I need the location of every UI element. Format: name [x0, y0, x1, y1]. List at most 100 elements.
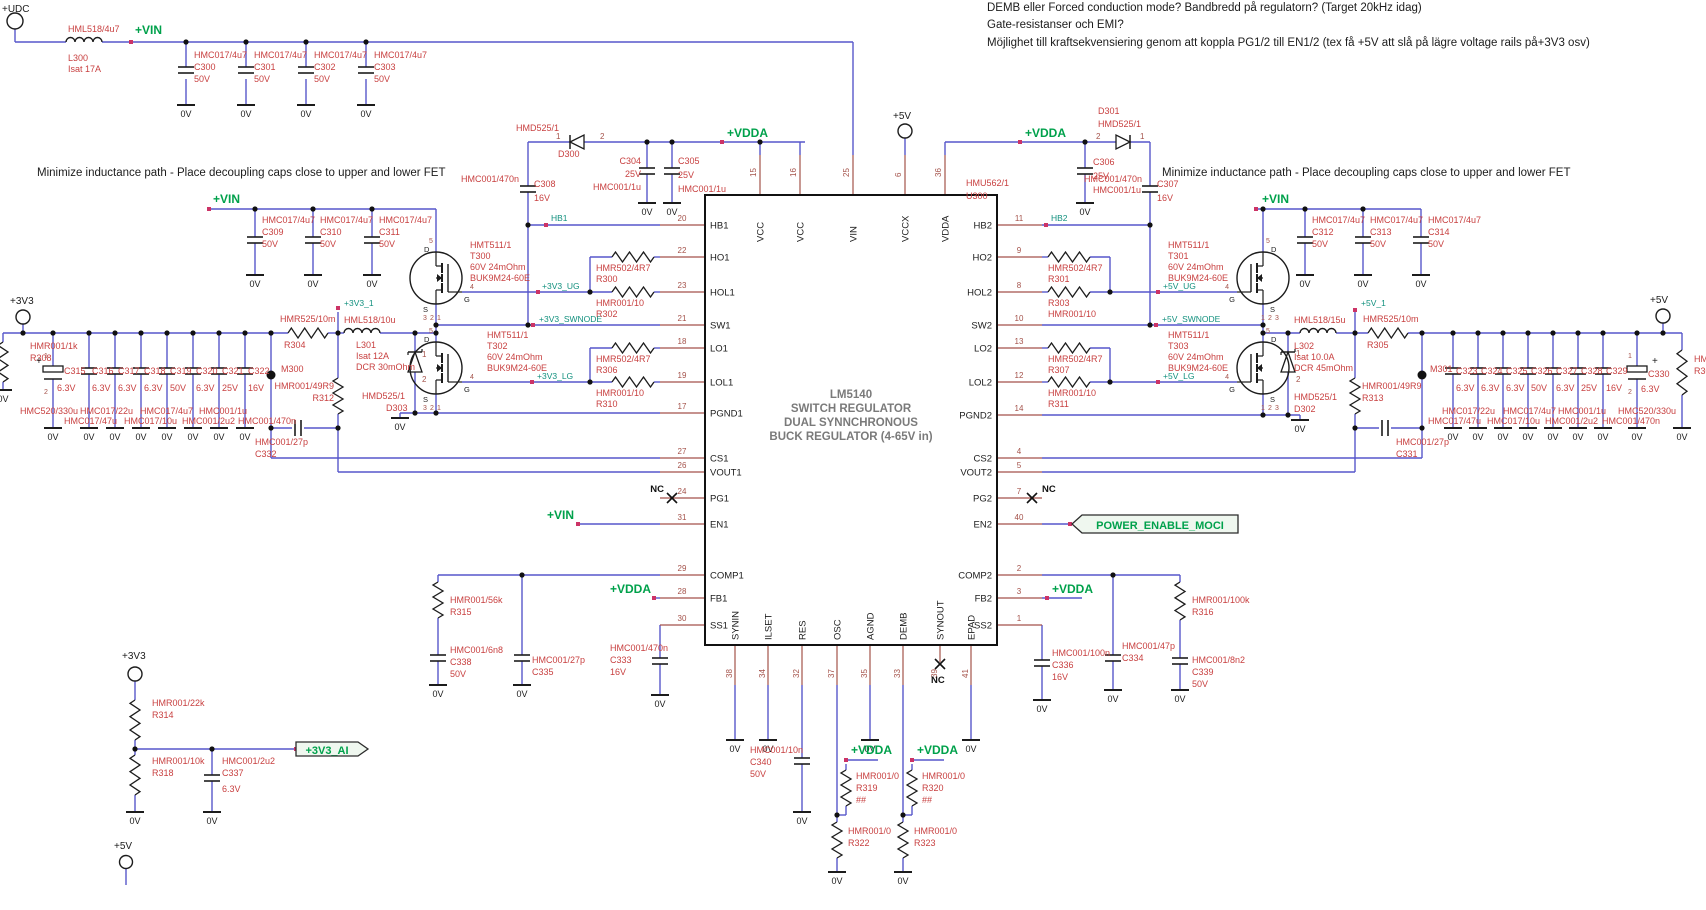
resistor[interactable] — [331, 377, 345, 415]
label: 2 — [600, 132, 605, 141]
capacitor[interactable] — [1495, 367, 1511, 375]
label: 50V — [262, 239, 278, 249]
capacitor[interactable] — [664, 167, 680, 175]
label: S — [423, 305, 428, 314]
resistor[interactable] — [1173, 581, 1187, 621]
label: 3 — [1275, 315, 1279, 322]
capacitor[interactable] — [178, 66, 194, 74]
label: 6.3V — [92, 383, 111, 393]
test-point-dot[interactable] — [1417, 370, 1427, 380]
inductor-L302[interactable] — [1299, 327, 1337, 334]
resistor[interactable] — [830, 821, 844, 859]
resistor[interactable] — [905, 769, 919, 807]
capacitor[interactable] — [430, 654, 446, 662]
capacitor[interactable] — [1034, 659, 1050, 667]
capacitor[interactable] — [652, 657, 668, 665]
capacitor[interactable] — [237, 367, 253, 375]
capacitor[interactable] — [185, 367, 201, 375]
port-power-enable-moci[interactable] — [1071, 514, 1239, 534]
pin-number: 2 — [1017, 564, 1022, 573]
capacitor[interactable] — [1470, 367, 1486, 375]
capacitor[interactable] — [1570, 367, 1586, 375]
resistor[interactable] — [1367, 326, 1409, 340]
resistor[interactable] — [431, 581, 445, 619]
capacitor[interactable] — [159, 367, 175, 375]
net-marker — [844, 758, 848, 762]
capacitor[interactable] — [1445, 367, 1461, 375]
resistor[interactable] — [839, 769, 853, 807]
inductor-L301[interactable] — [343, 327, 381, 334]
resistor[interactable] — [896, 821, 910, 859]
diode-D301[interactable] — [1115, 133, 1132, 151]
label: 2 — [1268, 315, 1272, 322]
capacitor[interactable] — [358, 66, 374, 74]
label: BUK9M24-60E — [1168, 363, 1228, 373]
capacitor[interactable] — [81, 367, 97, 375]
capacitor[interactable] — [1105, 654, 1121, 662]
mosfet-T303[interactable] — [1236, 341, 1290, 395]
resistor[interactable] — [1047, 375, 1091, 389]
polarized-capacitor[interactable] — [1626, 365, 1648, 380]
resistor[interactable] — [0, 341, 10, 383]
mosfet-T300[interactable] — [409, 251, 463, 305]
capacitor[interactable] — [1413, 236, 1429, 244]
resistor[interactable] — [611, 375, 655, 389]
junction-dot — [335, 330, 341, 336]
resistor[interactable] — [128, 699, 142, 741]
label: 50V — [450, 669, 466, 679]
port-3v3-ai[interactable] — [295, 741, 370, 757]
ground-0v-label: 0V — [1415, 279, 1426, 289]
capacitor[interactable] — [1077, 167, 1093, 175]
diode-D300[interactable] — [568, 133, 585, 151]
capacitor[interactable] — [305, 236, 321, 244]
resistor[interactable] — [1047, 250, 1091, 264]
capacitor[interactable] — [1381, 420, 1389, 436]
capacitor[interactable] — [520, 185, 536, 193]
mosfet-T302[interactable] — [409, 341, 463, 395]
capacitor[interactable] — [794, 757, 810, 765]
resistor[interactable] — [128, 754, 142, 796]
capacitor[interactable] — [1297, 236, 1313, 244]
power-port-3v3-left[interactable] — [15, 309, 31, 325]
power-port-5v-right[interactable] — [1655, 308, 1671, 324]
resistor[interactable] — [1047, 341, 1091, 355]
capacitor[interactable] — [639, 167, 655, 175]
capacitor[interactable] — [204, 774, 220, 782]
capacitor[interactable] — [1520, 367, 1536, 375]
power-port-udc[interactable] — [6, 12, 24, 30]
mosfet-T301[interactable] — [1236, 251, 1290, 305]
resistor[interactable] — [1348, 377, 1362, 415]
pin-number: 28 — [678, 587, 687, 596]
capacitor[interactable] — [364, 236, 380, 244]
pin-name: LOL2 — [969, 378, 992, 389]
capacitor[interactable] — [247, 236, 263, 244]
inductor-L300[interactable] — [65, 36, 103, 43]
capacitor[interactable] — [294, 420, 302, 436]
capacitor[interactable] — [1142, 185, 1158, 193]
resistor[interactable] — [1047, 285, 1091, 299]
power-port-5v-top[interactable] — [897, 123, 913, 139]
capacitor[interactable] — [298, 66, 314, 74]
resistor[interactable] — [611, 285, 655, 299]
resistor[interactable] — [611, 250, 655, 264]
power-port-5v-bottom[interactable] — [118, 854, 134, 870]
capacitor[interactable] — [107, 367, 123, 375]
polarized-capacitor[interactable] — [42, 365, 64, 380]
power-port-3v3-bottom[interactable] — [127, 666, 143, 682]
capacitor[interactable] — [1595, 367, 1611, 375]
capacitor[interactable] — [1355, 236, 1371, 244]
resistor[interactable] — [1675, 349, 1689, 396]
resistor[interactable] — [287, 326, 329, 340]
capacitor[interactable] — [211, 367, 227, 375]
capacitor[interactable] — [514, 654, 530, 662]
capacitor[interactable] — [1545, 367, 1561, 375]
capacitor[interactable] — [238, 66, 254, 74]
test-point-dot[interactable] — [266, 370, 276, 380]
resistor[interactable] — [611, 341, 655, 355]
capacitor[interactable] — [133, 367, 149, 375]
capacitor[interactable] — [1172, 657, 1188, 665]
label: HMC001/27p — [532, 655, 585, 665]
